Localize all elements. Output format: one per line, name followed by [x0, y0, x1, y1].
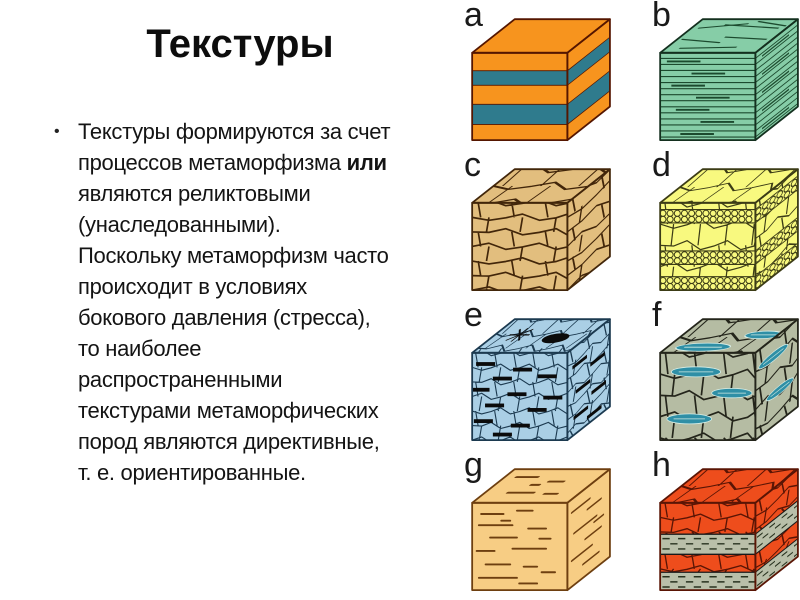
- body-line: (унаследованными).: [78, 209, 450, 240]
- body-line-text: то наиболее: [78, 336, 202, 361]
- body-line-text: (унаследованными).: [78, 212, 281, 237]
- body-line: процессов метаморфизма или: [78, 147, 450, 178]
- bullet-marker: •: [54, 123, 60, 140]
- cube-label: g: [464, 446, 483, 484]
- body-line-text: происходит в условиях: [78, 274, 307, 299]
- cube-a-illustration: [471, 18, 611, 142]
- cube-label: a: [464, 0, 483, 34]
- body-line-text: пород являются директивные,: [78, 429, 380, 454]
- cube-e-illustration: [471, 318, 611, 442]
- body-line-bold-text: или: [346, 150, 387, 175]
- texture-cube-b: b: [628, 0, 800, 150]
- cube-g-illustration: [471, 468, 611, 592]
- body-line: Поскольку метаморфизм часто: [78, 240, 450, 271]
- cube-label: c: [464, 146, 481, 184]
- bullet-item: • Текстуры формируются за счет процессов …: [54, 116, 450, 488]
- texture-cube-e: e: [440, 296, 620, 450]
- texture-cube-a: a: [440, 0, 620, 150]
- texture-cube-f: f: [628, 296, 800, 450]
- body-line-text: распространенными: [78, 367, 283, 392]
- body-line-text: т. е. ориентированные.: [78, 460, 306, 485]
- body-line: происходит в условиях: [78, 271, 450, 302]
- body-line: являются реликтовыми: [78, 178, 450, 209]
- texture-cube-g: g: [440, 446, 620, 600]
- cube-label: b: [652, 0, 671, 34]
- body-line-text: являются реликтовыми: [78, 181, 311, 206]
- body-line-text: Поскольку метаморфизм часто: [78, 243, 389, 268]
- cube-label: f: [652, 296, 662, 334]
- texture-cube-d: d: [628, 146, 800, 300]
- body-text: Текстуры формируются за счет процессов ме…: [78, 116, 450, 488]
- body-line: распространенными: [78, 364, 450, 395]
- body-line: т. е. ориентированные.: [78, 457, 450, 488]
- cube-label: e: [464, 296, 483, 334]
- cube-b-illustration: [659, 18, 799, 142]
- page-title: Текстуры: [146, 22, 334, 66]
- body-line-text: текстурами метаморфических: [78, 398, 379, 423]
- body-line-text: Текстуры формируются за счет: [78, 119, 391, 144]
- cube-h-illustration: [659, 468, 799, 592]
- body-line-text: бокового давления (стресса),: [78, 305, 371, 330]
- body-line: пород являются директивные,: [78, 426, 450, 457]
- cube-d-illustration: [659, 168, 799, 292]
- cube-label: h: [652, 446, 671, 484]
- body-line-text: процессов метаморфизма: [78, 150, 347, 175]
- cube-label: d: [652, 146, 671, 184]
- texture-cube-h: h: [628, 446, 800, 600]
- body-line: Текстуры формируются за счет: [78, 116, 450, 147]
- body-line: то наиболее: [78, 333, 450, 364]
- cube-c-illustration: [471, 168, 611, 292]
- cube-f-illustration: [659, 318, 799, 442]
- body-line: бокового давления (стресса),: [78, 302, 450, 333]
- body-line: текстурами метаморфических: [78, 395, 450, 426]
- texture-cube-c: c: [440, 146, 620, 300]
